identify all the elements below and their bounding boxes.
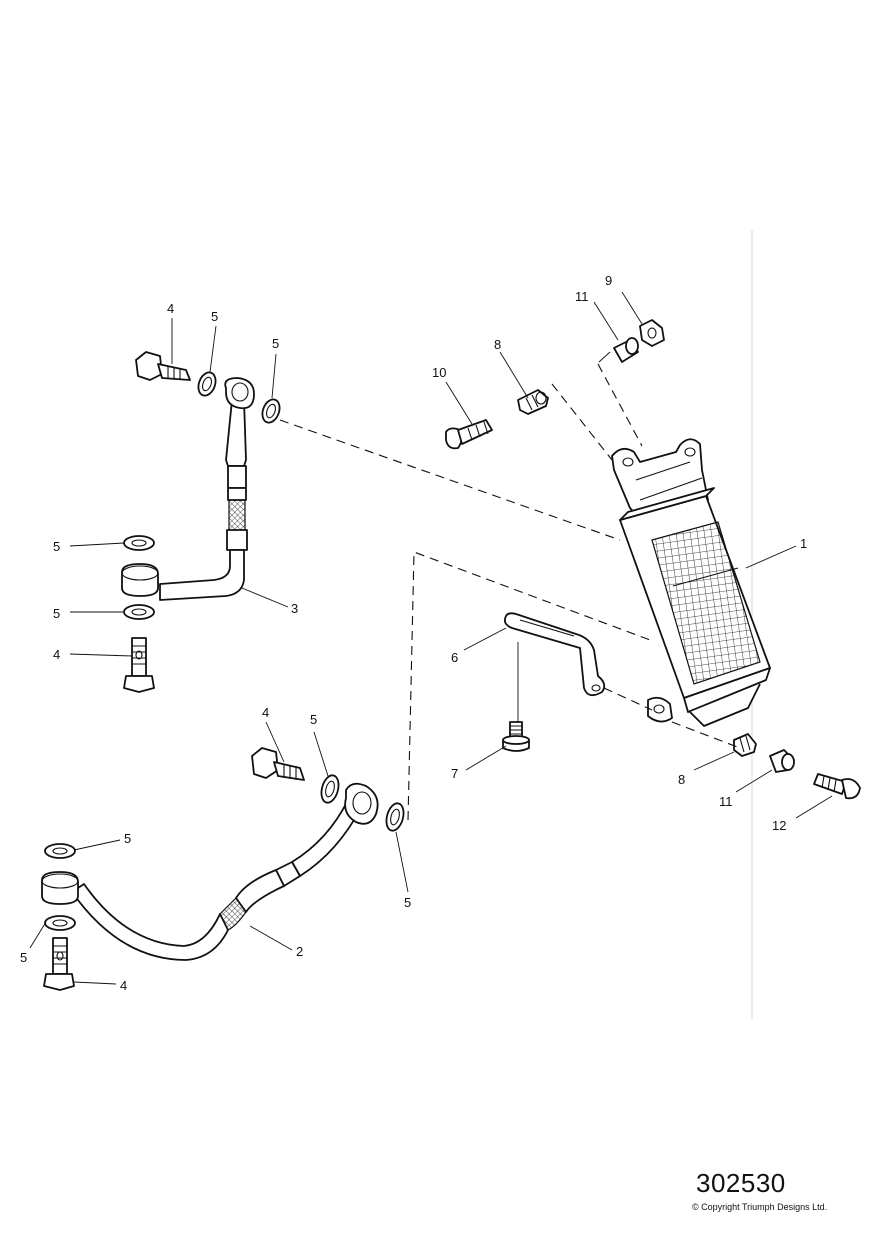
banjo-bolt-top <box>135 351 191 381</box>
rubber-grommet-top <box>517 389 549 415</box>
callout-4-mid-bolt: 4 <box>262 705 269 720</box>
callout-5-left-washer-b: 5 <box>53 606 60 621</box>
callout-7-screw: 7 <box>451 766 458 781</box>
callout-8-top-grommet: 8 <box>494 337 501 352</box>
rubber-grommet-bottom <box>733 733 757 757</box>
assembly-line-top-hose <box>279 419 621 541</box>
callout-6-bracket: 6 <box>451 650 458 665</box>
leader-lines <box>29 291 833 985</box>
callout-5-bottom-left-washer-b: 5 <box>20 950 27 965</box>
banjo-bolt-bottom <box>43 937 75 991</box>
diagram-number: 302530 <box>696 1168 786 1198</box>
callout-2-lower-hose: 2 <box>296 944 303 959</box>
assembly-line-top-mount <box>551 363 643 461</box>
mount-bolt-12 <box>813 773 861 800</box>
callout-5-left-washer-a: 5 <box>53 539 60 554</box>
banjo-bolt-mid <box>251 747 305 781</box>
oil-cooler <box>611 438 771 727</box>
oil-hose-upper <box>121 377 255 601</box>
callout-11-bottom-spacer: 11 <box>719 794 733 809</box>
callout-5-top-washer-a: 5 <box>211 309 218 324</box>
callout-11-top-spacer: 11 <box>575 289 589 304</box>
callout-3-upper-hose: 3 <box>291 601 298 616</box>
callout-8-bottom-grommet: 8 <box>678 772 685 787</box>
callout-9-nut: 9 <box>605 273 612 288</box>
spacer-bottom <box>769 749 795 773</box>
spacer-top <box>613 337 639 363</box>
nut-top <box>639 319 665 347</box>
washer-mid <box>320 774 340 804</box>
callout-10-bolt: 10 <box>432 365 446 380</box>
callout-5-bottom-left-washer: 5 <box>124 831 131 846</box>
callout-12-bolt: 12 <box>772 818 786 833</box>
washer-left-a <box>123 535 155 551</box>
washer-left-b <box>123 604 155 620</box>
oil-hose-lower <box>41 782 379 961</box>
banjo-bolt-left <box>123 637 155 693</box>
washer-bot-right <box>385 802 405 832</box>
mount-bolt-10 <box>445 419 493 450</box>
callout-4-left-bolt: 4 <box>53 647 60 662</box>
copyright-notice: © Copyright Triumph Designs Ltd. <box>692 1202 828 1212</box>
assembly-line-bottom-mount <box>603 687 741 749</box>
callout-4-top-bolt: 4 <box>167 301 174 316</box>
assembly-line-bottom-hose <box>407 551 651 821</box>
bracket-screw <box>502 721 530 752</box>
washer-top-b <box>261 398 281 424</box>
washer-bot-left-b <box>44 915 76 931</box>
mounting-bracket <box>503 612 606 697</box>
callout-1-oil-cooler: 1 <box>800 536 807 551</box>
callout-4-bottom-bolt: 4 <box>120 978 127 993</box>
washer-bot-left-a <box>44 843 76 859</box>
callout-5-top-washer-b: 5 <box>272 336 279 351</box>
callout-5-bottom-right-washer: 5 <box>404 895 411 910</box>
callout-5-mid-washer: 5 <box>310 712 317 727</box>
washer-top-a <box>197 371 217 397</box>
